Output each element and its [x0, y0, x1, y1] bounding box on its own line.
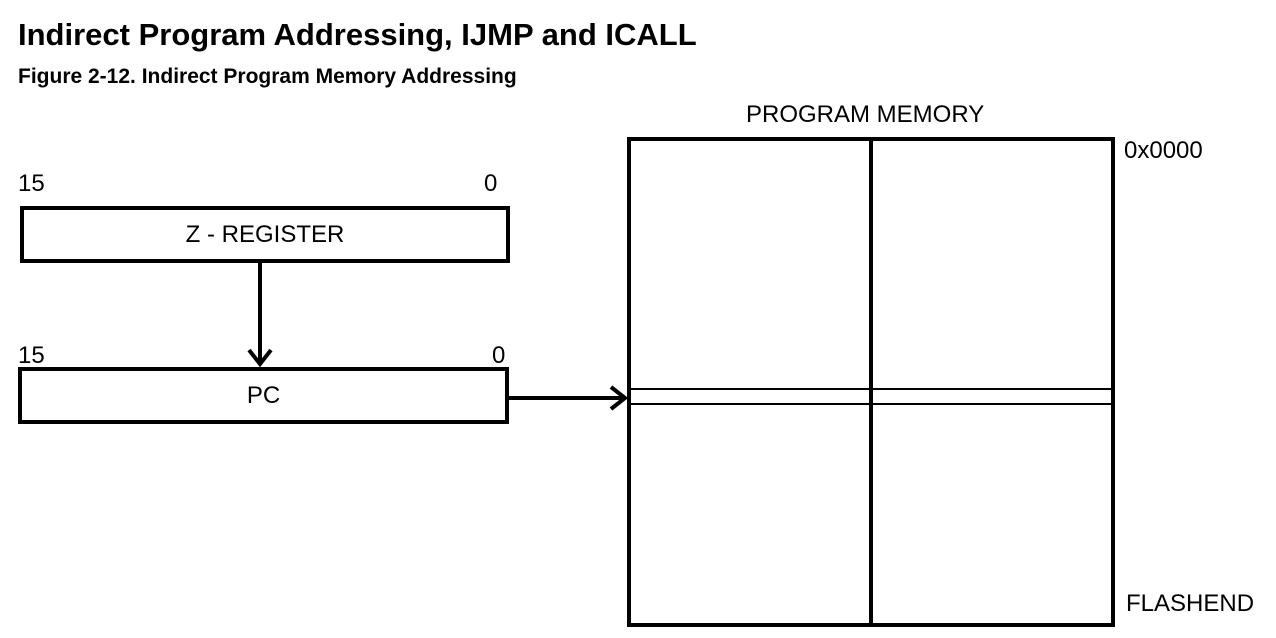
z-to-pc-arrow [247, 263, 273, 368]
pc-bit-high: 15 [18, 342, 45, 369]
program-memory-label: PROGRAM MEMORY [746, 101, 985, 128]
pc-to-memory-arrow [509, 385, 629, 411]
z-register-box: Z - REGISTER [20, 206, 510, 263]
end-address-label: FLASHEND [1126, 590, 1255, 617]
z-register-bit-low: 0 [484, 170, 498, 197]
pc-register-label: PC [246, 381, 281, 409]
z-register-bit-high: 15 [18, 170, 45, 197]
pc-register-box: PC [18, 367, 509, 424]
z-register-label: Z - REGISTER [185, 220, 345, 248]
section-heading: Indirect Program Addressing, IJMP and IC… [18, 17, 697, 52]
start-address-label: 0x0000 [1124, 137, 1203, 164]
figure-caption: Figure 2-12. Indirect Program Memory Add… [18, 65, 517, 88]
pc-bit-low: 0 [492, 342, 506, 369]
